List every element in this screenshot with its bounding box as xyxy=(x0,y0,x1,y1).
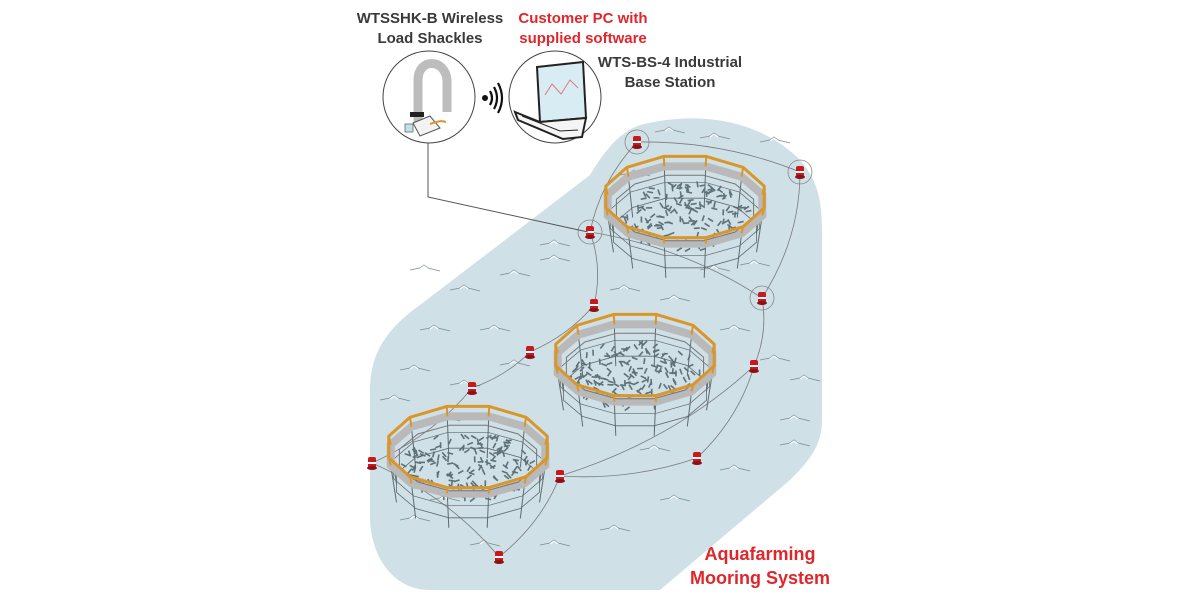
fish xyxy=(646,207,652,209)
buoy-stripe xyxy=(590,304,598,306)
buoy-stripe xyxy=(758,297,766,299)
buoy-base xyxy=(467,391,477,395)
fish xyxy=(637,368,643,370)
buoy-base xyxy=(585,235,595,239)
buoy-stripe xyxy=(633,141,641,143)
fish xyxy=(699,370,701,376)
buoy-stripe xyxy=(556,475,564,477)
fish xyxy=(651,389,653,395)
buoy-stripe xyxy=(526,351,534,353)
fish xyxy=(706,191,708,197)
fish xyxy=(722,209,724,215)
buoy-base xyxy=(555,479,565,483)
buoy-base xyxy=(632,145,642,149)
fish xyxy=(719,195,725,197)
wave-crest xyxy=(420,266,428,269)
buoy-stripe xyxy=(796,171,804,173)
mooring-buoy-icon xyxy=(555,470,565,483)
fish xyxy=(607,384,613,386)
mooring-buoy-icon xyxy=(494,551,504,564)
buoy-base xyxy=(757,301,767,305)
buoy-base xyxy=(749,369,759,373)
buoy-stripe xyxy=(495,556,503,558)
buoy-base xyxy=(692,461,702,465)
buoy-stripe xyxy=(693,457,701,459)
buoy-base xyxy=(494,560,504,564)
fish xyxy=(654,225,660,227)
mooring-buoy-icon xyxy=(692,452,702,465)
fish xyxy=(641,217,643,223)
fish xyxy=(440,442,442,448)
buoy-stripe xyxy=(468,387,476,389)
laptop-icon xyxy=(509,51,601,143)
buoy-base xyxy=(525,355,535,359)
buoy-base xyxy=(589,308,599,312)
mooring-buoy-icon xyxy=(749,360,759,373)
mooring-buoy-icon xyxy=(367,457,377,470)
fish xyxy=(679,216,681,222)
buoy-stripe xyxy=(368,462,376,464)
fish xyxy=(653,197,659,199)
wireless-signal-icon xyxy=(482,83,502,113)
fish xyxy=(419,462,425,464)
fish xyxy=(484,480,486,486)
wireless-load-shackle-icon xyxy=(383,51,475,143)
fish xyxy=(656,370,662,372)
fish xyxy=(474,456,476,462)
fish xyxy=(619,361,625,363)
wave xyxy=(410,265,440,271)
buoy-base xyxy=(795,175,805,179)
buoy-stripe xyxy=(750,365,758,367)
mooring-buoy-icon xyxy=(525,346,535,359)
buoy-base xyxy=(367,466,377,470)
fish xyxy=(688,220,694,222)
mooring-buoy-icon xyxy=(589,299,599,312)
fish xyxy=(490,437,496,439)
mooring-buoy-icon xyxy=(467,382,477,395)
